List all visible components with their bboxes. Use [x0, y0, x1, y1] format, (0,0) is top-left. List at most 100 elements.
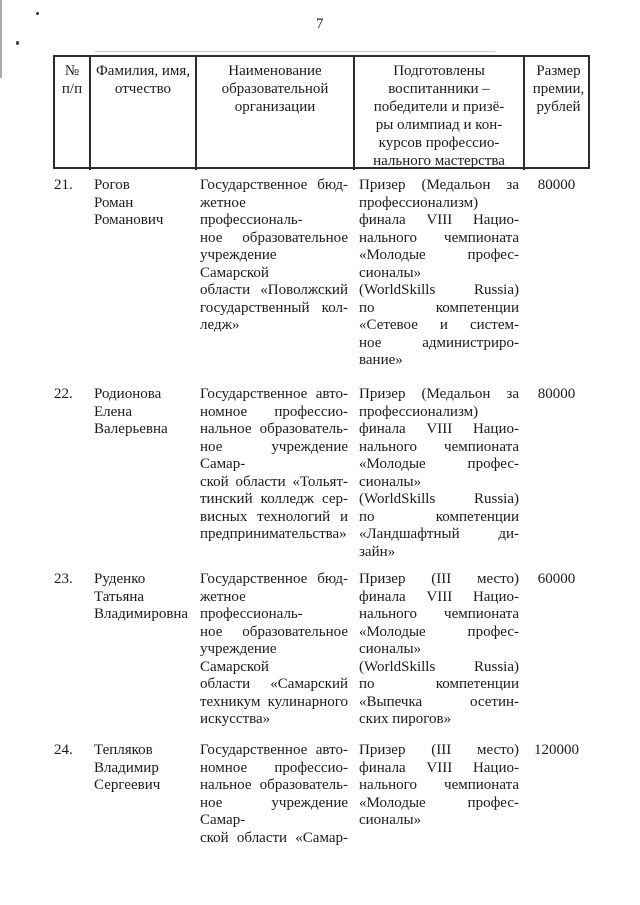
- cell-line: нального чемпионата: [359, 606, 519, 622]
- cell-line: (WorldSkills Russia): [359, 491, 519, 507]
- cell-line: предпринимательства»: [200, 526, 347, 542]
- cell-line: сионалы»: [359, 264, 422, 281]
- cell-line: ской области «Тольят-: [200, 473, 348, 490]
- header-line: премии,: [532, 81, 585, 97]
- amount-cell: 80000: [537, 386, 576, 402]
- cell-line: Призер (III место): [359, 571, 519, 587]
- header-line: курсов профессио-: [378, 135, 500, 151]
- row-number-cell: 22.: [54, 386, 73, 402]
- cell-line: нального чемпионата: [359, 438, 519, 455]
- cell-line: финала VIII Нацио-: [359, 759, 519, 776]
- header-line: организации: [234, 99, 316, 115]
- header-line: нального мастерства: [373, 153, 505, 169]
- cell-line: по компетенции: [359, 299, 519, 316]
- row-number-cell: 24.: [54, 742, 73, 758]
- header-line: воспитанники –: [388, 81, 490, 97]
- cell-line: «Молодые профес-: [359, 794, 519, 811]
- amount-cell: 120000: [534, 742, 579, 758]
- cell-line: висных технологий и: [200, 508, 348, 525]
- cell-line: Романович: [94, 212, 164, 228]
- cell-line: нального чемпионата: [359, 777, 519, 793]
- cell-line: вание»: [359, 352, 403, 368]
- header-cell-row-number: № п/п: [55, 57, 91, 170]
- cell-line: тинский колледж сер-: [200, 491, 348, 507]
- cell-line: ное учреждение Самар-: [200, 438, 348, 473]
- cell-line: области «Поволжский: [200, 282, 348, 298]
- cell-line: Родионова: [94, 386, 162, 402]
- cell-line: Призер (Медальон за: [359, 177, 519, 193]
- cell-line: Призер (III место): [359, 742, 519, 758]
- cell-line: финала VIII Нацио-: [359, 588, 519, 605]
- cell-line: номное профессио-: [200, 759, 348, 776]
- awards-table: № п/п Фамилия, имя, отчество Наименование обр…: [53, 55, 590, 847]
- cell-line: нальное образователь-: [200, 421, 348, 437]
- organization-cell: Государственное бюд-жетное профессиональ…: [195, 177, 353, 386]
- cell-line: Призер (Медальон за: [359, 386, 519, 402]
- cell-line: профессионализм): [359, 194, 479, 211]
- amount-cell: 60000: [537, 571, 576, 587]
- cell-line: Государственное авто-: [200, 742, 348, 758]
- organization-cell: Государственное авто-номное профессио-на…: [195, 386, 353, 571]
- cell-line: нального чемпионата: [359, 229, 519, 246]
- header-line: рублей: [536, 99, 581, 115]
- cell-line: учреждение Самарской: [200, 641, 277, 675]
- cell-line: ное образовательное: [200, 623, 348, 640]
- header-cell-premium-amount: Размер премии, рублей: [525, 57, 592, 170]
- scan-speck: [16, 41, 19, 45]
- header-line: Фамилия, имя,: [95, 63, 191, 79]
- cell-line: области «Самарский: [200, 676, 348, 692]
- cell-line: Государственное авто-: [200, 386, 348, 402]
- cell-line: Татьяна: [94, 588, 145, 605]
- scan-speck: [36, 12, 39, 15]
- cell-line: Руденко: [94, 571, 146, 587]
- cell-line: по компетенции: [359, 508, 519, 525]
- cell-line: Рогов: [94, 177, 130, 193]
- cell-line: ских пирогов»: [359, 711, 452, 727]
- cell-line: ное образовательное: [200, 229, 348, 246]
- cell-line: ледж»: [200, 317, 240, 333]
- header-line: Размер: [536, 63, 581, 79]
- organization-cell: Государственное авто-номное профессио-на…: [195, 742, 353, 847]
- cell-line: финала VIII Нацио-: [359, 212, 519, 228]
- cell-line: номное профессио-: [200, 403, 348, 420]
- cell-line: Валерьевна: [94, 421, 168, 437]
- header-line: образовательной: [221, 81, 329, 97]
- cell-line: (WorldSkills Russia): [359, 282, 519, 298]
- cell-line: «Молодые профес-: [359, 456, 519, 472]
- row-number-cell: 23.: [54, 571, 73, 587]
- cell-line: зайн»: [359, 543, 396, 560]
- cell-line: «Молодые профес-: [359, 623, 519, 640]
- organization-cell: Государственное бюд-жетное профессиональ…: [195, 571, 353, 742]
- cell-line: ской области «Самар-: [200, 829, 348, 846]
- header-line: победители и призё-: [373, 99, 505, 115]
- header-line: отчество: [114, 81, 172, 97]
- cell-line: по компетенции: [359, 676, 519, 692]
- header-line: Наименование: [228, 63, 322, 79]
- cell-line: Роман: [94, 194, 134, 211]
- cell-line: государственный кол-: [200, 299, 348, 316]
- cell-line: ное администриро-: [359, 334, 519, 351]
- award-cell: Призер (III место)финала VIII Нацио-наль…: [353, 742, 523, 847]
- cell-line: Государственное бюд-: [200, 571, 348, 587]
- header-line: №: [64, 63, 80, 79]
- cell-line: Владимировна: [94, 606, 189, 622]
- scan-edge-artifact: [0, 0, 2, 78]
- page-number: 7: [316, 16, 324, 32]
- header-line: ры олимпиад и кон-: [375, 117, 503, 133]
- header-line: п/п: [61, 81, 83, 97]
- cell-line: учреждение Самарской: [200, 247, 277, 281]
- cell-line: нальное образователь-: [200, 777, 348, 793]
- row-number-cell: 21.: [54, 177, 73, 193]
- cell-line: Государственное бюд-: [200, 177, 348, 193]
- cell-line: финала VIII Нацио-: [359, 421, 519, 437]
